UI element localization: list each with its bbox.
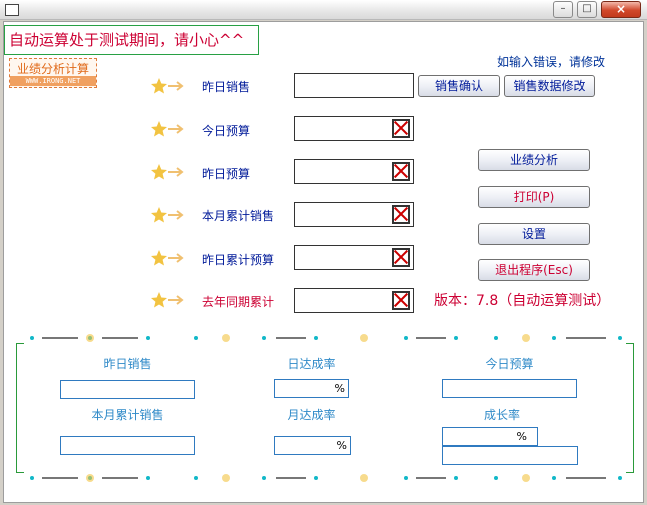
stats-frame-right (626, 343, 634, 473)
stat-label-growth-rate: 成长率 (483, 408, 520, 422)
logo: 业绩分析计算 WWW.IRONG.NET (9, 58, 97, 88)
today-budget-input[interactable] (294, 116, 414, 141)
stat-growth-extra-output[interactable] (442, 446, 578, 465)
field-label-yesterday-budget: 昨日预算 (202, 167, 251, 181)
star-arrow-icon (151, 78, 184, 94)
broken-image-icon (392, 205, 410, 224)
yesterday-sales-input[interactable] (294, 73, 414, 98)
stat-label-daily-rate: 日达成率 (287, 357, 336, 371)
stat-label-month-sales: 本月累计销售 (91, 408, 164, 422)
yesterday-cumulative-budget-input[interactable] (294, 245, 414, 270)
analysis-button[interactable]: 业绩分析 (478, 149, 590, 171)
star-arrow-icon (151, 250, 184, 266)
broken-image-icon (392, 162, 410, 181)
broken-image-icon (392, 291, 410, 310)
broken-image-icon (392, 119, 410, 138)
sales-confirm-button[interactable]: 销售确认 (418, 75, 500, 97)
stat-growth-rate-output[interactable]: % (442, 427, 538, 446)
logo-title: 业绩分析计算 (16, 62, 89, 76)
star-arrow-icon (151, 121, 184, 137)
percent-unit: % (516, 430, 527, 443)
status-banner: 自动运算处于测试期间，请小心^^ (4, 25, 259, 55)
stat-label-monthly-rate: 月达成率 (287, 408, 336, 422)
edit-hint: 如输入错误，请修改 (497, 55, 606, 69)
sales-data-edit-button[interactable]: 销售数据修改 (504, 75, 595, 97)
stat-monthly-rate-output[interactable]: % (274, 436, 351, 455)
broken-image-icon (392, 248, 410, 267)
app-icon (5, 4, 19, 16)
field-label-yesterday-sales: 昨日销售 (202, 80, 251, 94)
maximize-button[interactable]: □ (577, 1, 597, 18)
minimize-icon: – (560, 3, 566, 14)
close-button[interactable]: × (601, 1, 641, 18)
title-bar: – □ × (0, 0, 647, 20)
stat-label-yesterday-sales: 昨日销售 (103, 357, 152, 371)
stat-daily-rate-output[interactable]: % (274, 379, 349, 398)
yesterday-budget-input[interactable] (294, 159, 414, 184)
stat-today-budget-output[interactable] (442, 379, 577, 398)
main-panel: 自动运算处于测试期间，请小心^^ 业绩分析计算 WWW.IRONG.NET 如输… (3, 21, 644, 503)
last-year-cumulative-input[interactable] (294, 288, 414, 313)
version-label: 版本：7.8（自动运算测试） (434, 293, 611, 309)
settings-button[interactable]: 设置 (478, 223, 590, 245)
ornament-divider (30, 334, 622, 342)
maximize-icon: □ (582, 3, 592, 14)
month-sales-input[interactable] (294, 202, 414, 227)
percent-unit: % (334, 382, 345, 395)
percent-unit: % (336, 439, 347, 452)
stat-yesterday-sales-output[interactable] (60, 380, 195, 399)
exit-button[interactable]: 退出程序(Esc) (478, 259, 590, 281)
stats-frame-left (16, 343, 24, 473)
ornament-divider (30, 474, 622, 482)
print-button[interactable]: 打印(P) (478, 186, 590, 208)
field-label-month-sales: 本月累计销售 (202, 209, 275, 223)
logo-url: WWW.IRONG.NET (10, 76, 96, 86)
field-label-yesterday-cumulative-budget: 昨日累计预算 (202, 253, 275, 267)
star-arrow-icon (151, 207, 184, 223)
stat-month-sales-output[interactable] (60, 436, 195, 455)
close-icon: × (615, 2, 627, 16)
star-arrow-icon (151, 292, 184, 308)
star-arrow-icon (151, 164, 184, 180)
field-label-today-budget: 今日预算 (202, 124, 251, 138)
stat-label-today-budget: 今日预算 (485, 357, 534, 371)
field-label-last-year-cumulative: 去年同期累计 (202, 295, 275, 309)
minimize-button[interactable]: – (553, 1, 573, 18)
